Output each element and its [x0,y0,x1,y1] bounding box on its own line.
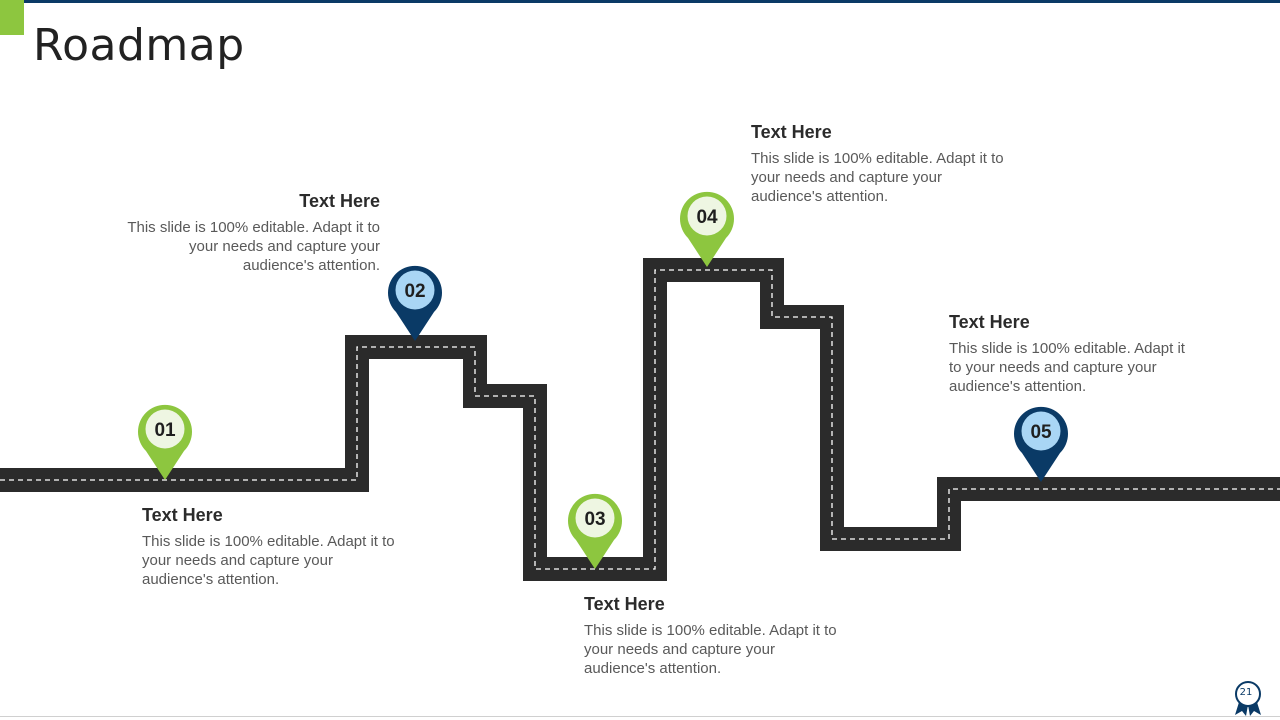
note-body: This slide is 100% editable. Adapt it to… [584,622,837,677]
top-rule [0,0,1280,3]
milestone-number: 04 [696,207,718,228]
milestone-pin-05: 05 [1014,406,1068,482]
note-body: This slide is 100% editable. Adapt it to… [127,219,380,274]
pin-inner-circle [1021,411,1061,451]
milestone-pin-01: 01 [138,404,192,480]
footer-rule [0,716,1280,717]
milestone-note-05: Text Here This slide is 100% editable. A… [949,312,1199,396]
note-body: This slide is 100% editable. Adapt it to… [949,340,1185,395]
milestone-note-02: Text Here This slide is 100% editable. A… [120,191,380,275]
milestone-number: 03 [584,509,605,530]
award-ribbon-icon [1235,681,1261,716]
note-heading: Text Here [584,594,665,614]
milestone-note-01: Text Here This slide is 100% editable. A… [142,505,402,589]
milestone-pin-04: 04 [680,191,734,267]
slide-title: Roadmap [33,20,245,71]
note-heading: Text Here [299,191,380,211]
milestone-pin-02: 02 [388,265,442,341]
note-body: This slide is 100% editable. Adapt it to… [751,150,1004,205]
page-number: 21 [1239,687,1253,698]
pin-inner-circle [395,270,435,310]
road-centerline [0,269,1280,570]
note-body: This slide is 100% editable. Adapt it to… [142,533,395,588]
pin-inner-circle [575,498,615,538]
note-heading: Text Here [751,122,832,142]
milestone-number: 01 [154,420,176,441]
milestone-note-04: Text Here This slide is 100% editable. A… [751,122,1011,206]
pin-inner-circle [145,409,185,449]
note-heading: Text Here [142,505,223,525]
note-heading: Text Here [949,312,1030,332]
pin-inner-circle [687,196,727,236]
milestone-number: 02 [404,281,425,302]
milestone-number: 05 [1030,422,1052,443]
milestone-note-03: Text Here This slide is 100% editable. A… [584,594,844,678]
milestone-pin-03: 03 [568,493,622,569]
corner-accent [0,0,24,35]
